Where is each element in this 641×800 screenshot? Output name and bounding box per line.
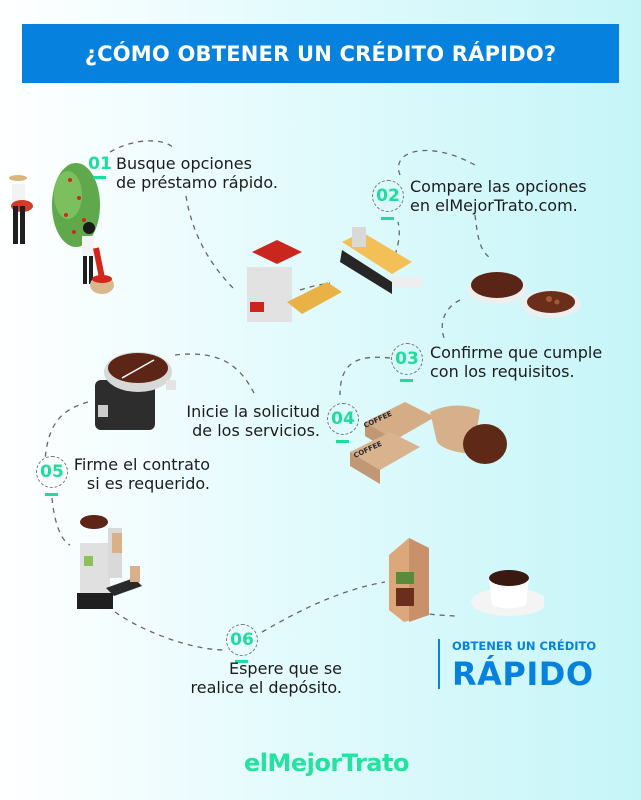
coffee-roaster-illustration: [95, 352, 176, 430]
coffee-bag-and-cup-illustration: [389, 538, 544, 622]
step-4: 04: [327, 403, 359, 443]
step-number: 04: [327, 403, 359, 435]
step-4-text: Inicie la solicitud de los servicios.: [186, 402, 320, 440]
step-number: 01: [88, 154, 112, 174]
step-underline: [381, 217, 394, 220]
step-3-text: Confirme que cumple con los requisitos.: [430, 343, 603, 381]
step-1-text: Busque opciones de préstamo rápido.: [116, 154, 278, 192]
step-number: 03: [391, 343, 423, 375]
processing-machines-illustration: [247, 227, 422, 322]
brand-logo: elMejorTrato: [244, 749, 409, 777]
coffee-harvest-illustration: [9, 163, 114, 294]
step-3: 03: [391, 343, 423, 382]
step-2-text: Compare las opciones en elMejorTrato.com…: [410, 177, 587, 215]
step-2: 02: [372, 180, 404, 220]
cta-subtitle: OBTENER UN CRÉDITO: [452, 639, 597, 653]
step-number: 02: [372, 180, 404, 212]
step-number: 05: [36, 456, 68, 488]
step-5-text: Firme el contrato si es requerido.: [73, 455, 210, 493]
step-number: 06: [226, 624, 258, 656]
page-title: ¿CÓMO OBTENER UN CRÉDITO RÁPIDO?: [84, 41, 557, 66]
step-6-text: Espere que se realice el depósito.: [190, 659, 342, 697]
step-1: 01: [88, 154, 112, 179]
cta-block: OBTENER UN CRÉDITO RÁPIDO: [452, 639, 596, 693]
ground-coffee-bowls-illustration: [467, 272, 581, 318]
step-underline: [235, 660, 248, 663]
packaging-machine-illustration: [77, 515, 142, 609]
step-underline: [400, 379, 413, 382]
title-banner: ¿CÓMO OBTENER UN CRÉDITO RÁPIDO?: [22, 24, 619, 83]
step-underline: [93, 176, 106, 179]
coffee-sacks-illustration: COFFEE COFFEE: [350, 402, 507, 484]
step-underline: [336, 440, 349, 443]
cta-divider: [438, 639, 440, 689]
step-6: 06: [226, 624, 258, 663]
cta-title: RÁPIDO: [452, 655, 594, 693]
step-underline: [45, 493, 58, 496]
step-5: 05: [36, 456, 68, 496]
